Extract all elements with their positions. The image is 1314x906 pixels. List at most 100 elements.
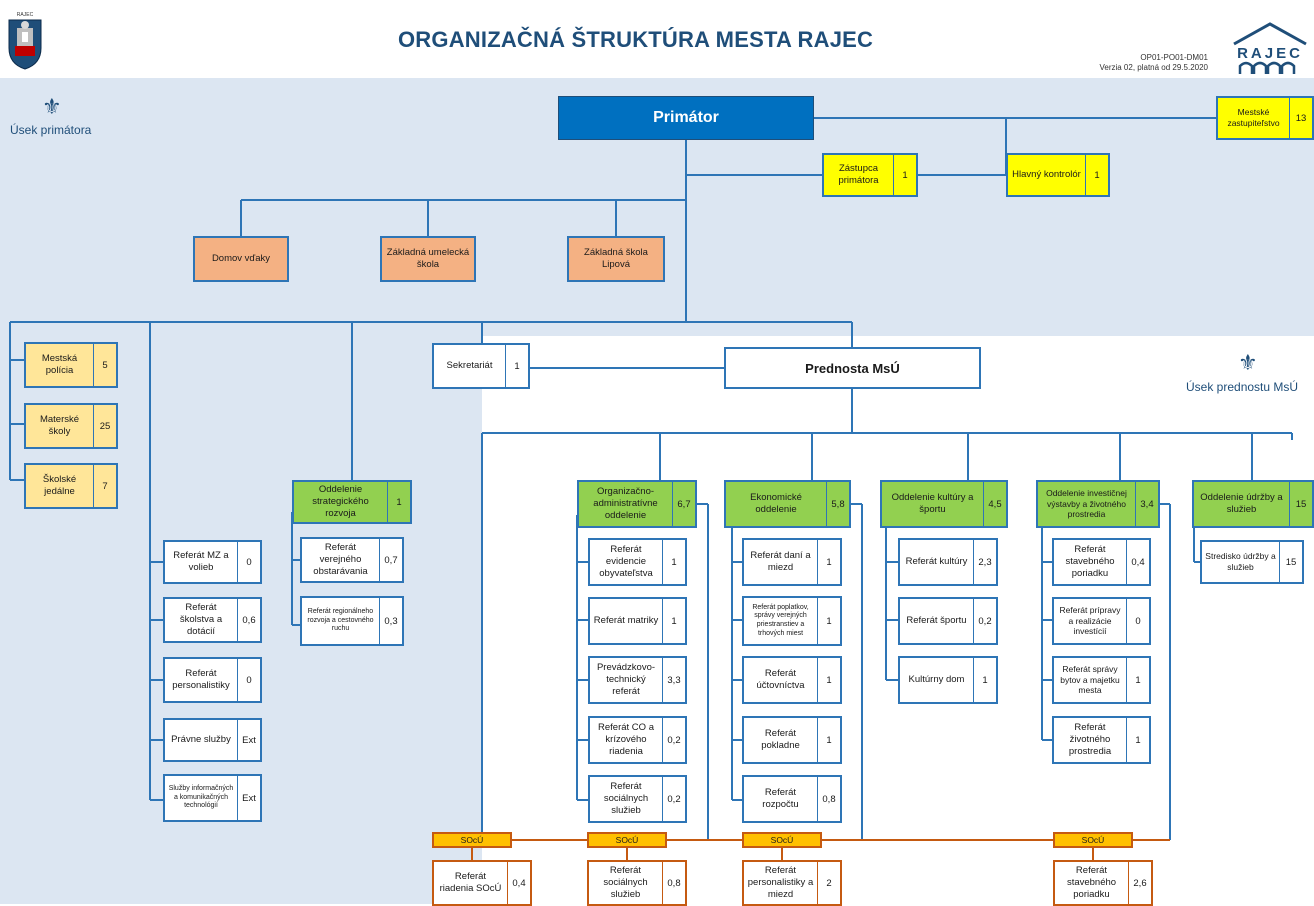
- node-referat-regionalneho-rozvoja[interactable]: Referát regionálneho rozvoja a cestovnéh…: [300, 596, 404, 646]
- node-referat-spravy-bytov[interactable]: Referát správy bytov a majetku mesta 1: [1052, 656, 1151, 704]
- node-referat-socialnych-sluzieb[interactable]: Referát sociálnych služieb 0,2: [588, 775, 687, 823]
- node-label: Mestské zastupiteľstvo: [1227, 107, 1280, 128]
- node-count: 0,4: [507, 862, 530, 904]
- node-label: Referát daní a miezd: [750, 550, 811, 573]
- node-count: 1: [973, 658, 996, 702]
- node-socu-3[interactable]: SOcÚ: [742, 832, 822, 848]
- node-referat-matriky[interactable]: Referát matriky 1: [588, 597, 687, 645]
- node-label: Referát rozpočtu: [762, 787, 799, 810]
- node-label: Hlavný kontrolór: [1012, 169, 1081, 181]
- node-count: 1: [662, 540, 685, 584]
- node-label: Referát matriky: [593, 615, 659, 627]
- node-label: Materské školy: [39, 414, 80, 437]
- node-referat-kultury[interactable]: Referát kultúry 2,3: [898, 538, 998, 586]
- node-label: Referát verejného obstarávania: [313, 542, 368, 577]
- node-referat-skolstva[interactable]: Referát školstva a dotácií 0,6: [163, 597, 262, 643]
- node-sekretariat[interactable]: Sekretariát 1: [432, 343, 530, 389]
- node-oddelenie-org-admin[interactable]: Organizačno-administratívne oddelenie 6,…: [577, 480, 697, 528]
- node-count: 2,6: [1128, 862, 1151, 904]
- primator-box[interactable]: Primátor: [558, 96, 814, 140]
- node-count: 25: [93, 405, 116, 447]
- node-oddelenie-udrzby[interactable]: Oddelenie údržby a služieb 15: [1192, 480, 1314, 528]
- node-referat-uctovnictva[interactable]: Referát účtovníctva 1: [742, 656, 842, 704]
- node-label: Oddelenie kultúry a športu: [891, 492, 974, 515]
- node-count: 0: [237, 542, 260, 582]
- node-socu-2[interactable]: SOcÚ: [587, 832, 667, 848]
- version-text: Verzia 02, platná od 29.5.2020: [1099, 63, 1208, 72]
- node-oddelenie-kultury[interactable]: Oddelenie kultúry a športu 4,5: [880, 480, 1008, 528]
- node-label: Sekretariát: [446, 360, 493, 372]
- node-referat-personalistiky[interactable]: Referát personalistiky 0: [163, 657, 262, 703]
- node-oddelenie-investicnej-vystavby[interactable]: Oddelenie investičnej výstavby a životné…: [1036, 480, 1160, 528]
- node-label: SOcÚ: [770, 834, 794, 845]
- node-referat-pripravy-investicii[interactable]: Referát prípravy a realizácie investícií…: [1052, 597, 1151, 645]
- node-ikt-sluzby[interactable]: Služby informačných a komunikačných tech…: [163, 774, 262, 822]
- node-label: Referát CO a krízového riadenia: [598, 722, 654, 757]
- node-zs-lipova[interactable]: Základná škola Lipová: [567, 236, 665, 282]
- node-label: Ekonomické oddelenie: [750, 492, 802, 515]
- prednosta-box[interactable]: Prednosta MsÚ: [724, 347, 981, 389]
- document-code: OP01-PO01-DM01: [1140, 53, 1208, 62]
- rajec-logo-icon: RAJEC: [1233, 22, 1307, 74]
- node-ekonomicke-oddelenie[interactable]: Ekonomické oddelenie 5,8: [724, 480, 851, 528]
- node-referat-sportu[interactable]: Referát športu 0,2: [898, 597, 998, 645]
- section-label-primator: Úsek primátora: [10, 123, 92, 137]
- node-mestska-policia[interactable]: Mestská polícia 5: [24, 342, 118, 388]
- node-materske-skoly[interactable]: Materské školy 25: [24, 403, 118, 449]
- node-label: Referát stavebného poriadku: [1065, 544, 1115, 579]
- node-socu-referat-personalistiky[interactable]: Referát personalistiky a miezd 2: [742, 860, 842, 906]
- node-count: 15: [1279, 542, 1302, 582]
- node-label: SOcÚ: [460, 834, 484, 845]
- node-label: Referát stavebného poriadku: [1066, 865, 1117, 900]
- node-referat-riadenia-socu[interactable]: Referát riadenia SOcÚ 0,4: [432, 860, 532, 906]
- node-label: Referát regionálneho rozvoja a cestovnéh…: [307, 607, 374, 633]
- node-label: Základná škola Lipová: [584, 247, 648, 270]
- node-referat-stavebneho-poriadku[interactable]: Referát stavebného poriadku 0,4: [1052, 538, 1151, 586]
- node-count: 0,8: [662, 862, 685, 904]
- node-kulturny-dom[interactable]: Kultúrny dom 1: [898, 656, 998, 704]
- node-count: Ext: [237, 720, 260, 760]
- node-referat-rozpoctu[interactable]: Referát rozpočtu 0,8: [742, 775, 842, 823]
- node-zastupitelstvo[interactable]: Mestské zastupiteľstvo 13: [1216, 96, 1314, 140]
- node-count: 1: [387, 482, 410, 522]
- node-count: 0,7: [379, 539, 402, 581]
- node-referat-pokladne[interactable]: Referát pokladne 1: [742, 716, 842, 764]
- node-referat-verejneho-obstaravania[interactable]: Referát verejného obstarávania 0,7: [300, 537, 404, 583]
- node-referat-zivotneho-prostredia[interactable]: Referát životného prostredia 1: [1052, 716, 1151, 764]
- node-oddelenie-strategickeho-rozvoja[interactable]: Oddelenie strategického rozvoja 1: [292, 480, 412, 524]
- node-stredisko-udrzby[interactable]: Stredisko údržby a služieb 15: [1200, 540, 1304, 584]
- node-kontrolor[interactable]: Hlavný kontrolór 1: [1006, 153, 1110, 197]
- node-count: 1: [817, 540, 840, 584]
- node-domov-vdaky[interactable]: Domov vďaky: [193, 236, 289, 282]
- node-count: 0: [237, 659, 260, 701]
- section-label-prednosta: Úsek prednostu MsÚ: [1186, 380, 1299, 394]
- node-label: Referát MZ a volieb: [173, 550, 229, 573]
- node-referat-evidencie[interactable]: Referát evidencie obyvateľstva 1: [588, 538, 687, 586]
- node-socu-referat-socialnych-sluzieb[interactable]: Referát sociálnych služieb 0,8: [587, 860, 687, 906]
- node-count: 7: [93, 465, 116, 507]
- node-referat-mz[interactable]: Referát MZ a volieb 0: [163, 540, 262, 584]
- node-count: 0,4: [1126, 540, 1149, 584]
- node-socu-referat-stavebneho-poriadku[interactable]: Referát stavebného poriadku 2,6: [1053, 860, 1153, 906]
- node-count: 1: [817, 598, 840, 644]
- node-socu-4[interactable]: SOcÚ: [1053, 832, 1133, 848]
- node-label: Organizačno-administratívne oddelenie: [593, 486, 658, 521]
- node-referat-poplatkov[interactable]: Referát poplatkov, správy verejných prie…: [742, 596, 842, 646]
- node-label: Zástupca primátora: [838, 163, 879, 186]
- node-referat-dani[interactable]: Referát daní a miezd 1: [742, 538, 842, 586]
- node-prevadzkovo-technicky-referat[interactable]: Prevádzkovo-technický referát 3,3: [588, 656, 687, 704]
- node-label: Prevádzkovo-technický referát: [596, 662, 656, 697]
- node-count: 1: [662, 599, 685, 643]
- node-label: Právne služby: [171, 734, 231, 746]
- node-count: 13: [1289, 98, 1312, 138]
- node-referat-co[interactable]: Referát CO a krízového riadenia 0,2: [588, 716, 687, 764]
- node-skolske-jedalne[interactable]: Školské jedálne 7: [24, 463, 118, 509]
- node-label: Mestská polícia: [41, 353, 78, 376]
- node-count: 6,7: [672, 482, 695, 526]
- node-socu-1[interactable]: SOcÚ: [432, 832, 512, 848]
- logo-text: RAJEC: [1237, 45, 1303, 62]
- node-label: Referát účtovníctva: [756, 668, 805, 691]
- node-zastupca[interactable]: Zástupca primátora 1: [822, 153, 918, 197]
- node-pravne-sluzby[interactable]: Právne služby Ext: [163, 718, 262, 762]
- node-zus[interactable]: Základná umelecká škola: [380, 236, 476, 282]
